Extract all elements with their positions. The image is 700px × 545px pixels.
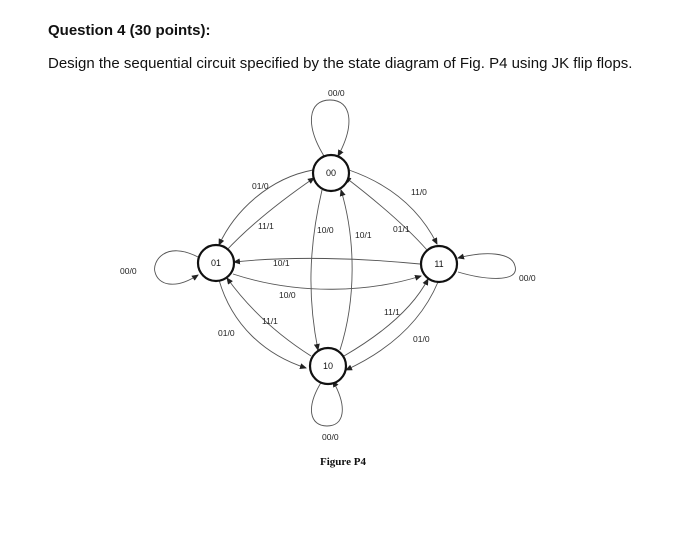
edge-11-00 [344, 176, 428, 251]
question-text: Design the sequential circuit specified … [48, 55, 633, 72]
edge-10-10 [311, 380, 343, 427]
edge-10-01 [226, 277, 312, 357]
edge-00-11 [348, 169, 438, 245]
transition-label-01-11: 10/0 [279, 290, 296, 300]
edge-00-01 [218, 169, 314, 246]
state-node-00 [311, 153, 351, 193]
transition-label-11-00: 01/1 [393, 224, 410, 234]
transition-label-00-11: 11/0 [411, 187, 427, 197]
edge-01-11 [232, 273, 422, 290]
edge-10-11 [343, 278, 429, 357]
transition-label-00-01: 01/0 [252, 181, 269, 191]
state-label-11: 11 [434, 259, 443, 269]
transition-label-01-00: 11/1 [258, 221, 274, 231]
edge-11-10 [345, 281, 439, 371]
edge-01-00 [224, 177, 315, 253]
state-node-11 [419, 244, 459, 284]
edge-10-00 [339, 189, 353, 351]
edge-00-10 [310, 189, 323, 351]
transition-label-10-10: 00/0 [322, 432, 339, 442]
edge-11-01 [233, 257, 421, 265]
transition-label-10-00: 10/1 [355, 230, 372, 240]
figure-caption: Figure P4 [320, 456, 366, 468]
state-node-10 [308, 346, 348, 386]
transition-label-01-10: 01/0 [218, 328, 235, 338]
transition-label-01-01: 00/0 [120, 266, 137, 276]
transition-label-10-11: 11/1 [384, 307, 400, 317]
edge-01-10 [218, 279, 307, 370]
edge-01-01 [154, 250, 199, 285]
transition-label-00-00: 00/0 [328, 88, 345, 98]
transition-label-11-11: 00/0 [519, 273, 536, 283]
state-label-00: 00 [326, 168, 336, 178]
transition-label-00-10: 10/0 [317, 225, 334, 235]
state-label-10: 10 [323, 361, 333, 371]
state-label-01: 01 [211, 258, 221, 268]
transition-label-10-01: 11/1 [262, 316, 278, 326]
edge-11-11 [457, 253, 516, 279]
transition-label-11-10: 01/0 [413, 334, 430, 344]
transition-label-11-01: 10/1 [273, 258, 290, 268]
state-node-01 [196, 243, 236, 283]
question-title: Question 4 (30 points): [48, 22, 211, 39]
edge-00-00 [311, 99, 350, 157]
